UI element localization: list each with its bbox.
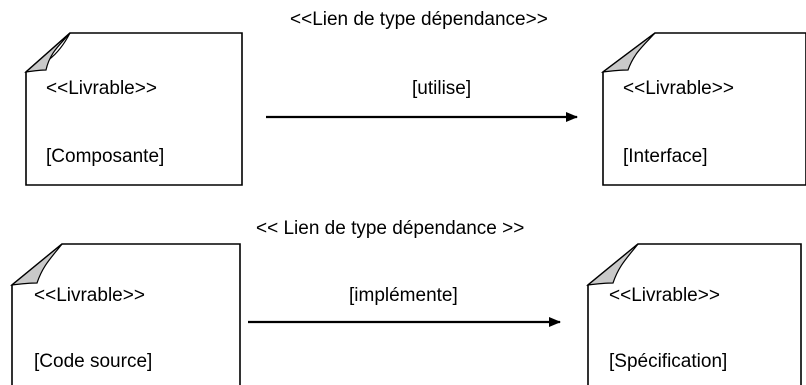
dependency-label-bottom: << Lien de type dépendance >> (256, 218, 525, 239)
artifact-code-source (10, 243, 241, 385)
artifact-name-composante: [Composante] (46, 146, 165, 167)
artifact-name-specification: [Spécification] (609, 351, 728, 372)
relation-label-utilise: [utilise] (412, 78, 472, 99)
artifact-name-code-source: [Code source] (34, 351, 153, 372)
relation-label-implemente: [implémente] (349, 285, 458, 306)
stereotype-label: <<Livrable>> (34, 285, 145, 306)
artifact-name-interface: [Interface] (623, 146, 708, 167)
artifact-interface (600, 32, 806, 186)
stereotype-label: <<Livrable>> (46, 78, 157, 99)
stereotype-label: <<Livrable>> (609, 285, 720, 306)
dependency-label-top: <<Lien de type dépendance>> (290, 9, 548, 30)
artifact-specification (586, 243, 802, 385)
stereotype-label: <<Livrable>> (623, 78, 734, 99)
artifact-composante (24, 32, 243, 186)
